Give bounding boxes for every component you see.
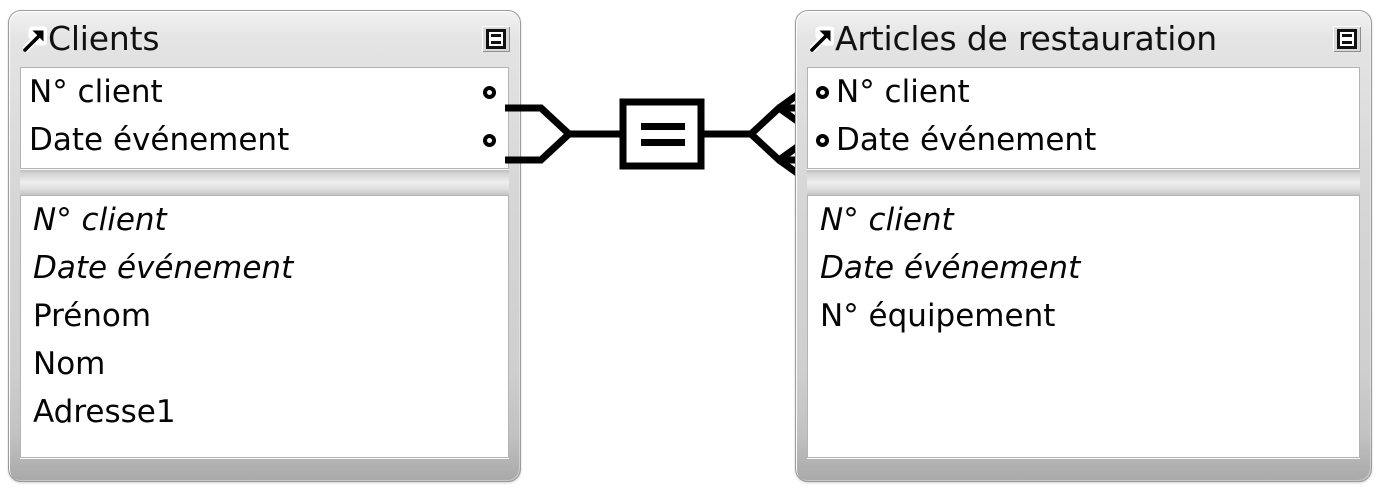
attribute-field-row[interactable]: Date événement [21, 244, 508, 292]
field-label: N° client [820, 202, 954, 238]
pane-separator [20, 169, 509, 195]
field-label: Adresse1 [33, 394, 176, 430]
attribute-field-row[interactable]: Adresse1 [21, 388, 508, 436]
list-menu-icon[interactable] [482, 26, 510, 52]
attribute-field-row[interactable]: N° client [21, 196, 508, 244]
entity-table-clients[interactable]: Clients N° client Date événement N° clie… [8, 10, 521, 482]
pane-separator [807, 169, 1360, 195]
key-field-row[interactable]: Date événement [21, 116, 508, 164]
left-branch-upper [505, 104, 572, 137]
key-fields-pane-clients[interactable]: N° client Date événement [20, 67, 509, 169]
attribute-field-row[interactable]: N° équipement [808, 292, 1359, 340]
key-dot-icon [816, 85, 829, 99]
field-label: Nom [33, 346, 106, 382]
key-field-row[interactable]: N° client [808, 68, 1359, 116]
key-dot-icon [483, 133, 496, 147]
field-label: N° client [29, 74, 163, 110]
entity-table-articles-de-restauration[interactable]: Articles de restauration N° client Date … [795, 10, 1372, 482]
attribute-fields-pane-clients[interactable]: N° client Date événement Prénom Nom Adre… [20, 195, 509, 458]
field-label: Prénom [33, 298, 152, 334]
field-label: N° équipement [820, 298, 1056, 334]
field-label: Date événement [820, 250, 1081, 286]
entity-title: Clients [48, 19, 160, 58]
entity-header-clients[interactable]: Clients [9, 11, 520, 67]
icon-glyph [486, 29, 506, 49]
open-arrow-icon[interactable] [808, 24, 834, 54]
attribute-fields-pane-articles[interactable]: N° client Date événement N° équipement [807, 195, 1360, 458]
equi-join-operator [619, 98, 705, 170]
key-dot-icon [483, 85, 496, 99]
relationship-connector[interactable] [505, 82, 821, 186]
list-menu-icon[interactable] [1333, 26, 1361, 52]
key-field-row[interactable]: Date événement [808, 116, 1359, 164]
field-label: Date événement [836, 122, 1097, 158]
attribute-field-row[interactable]: Prénom [21, 292, 508, 340]
entity-header-articles[interactable]: Articles de restauration [796, 11, 1371, 67]
field-label: Date événement [29, 122, 290, 158]
entity-title: Articles de restauration [835, 19, 1217, 58]
icon-glyph [1337, 29, 1357, 49]
key-dot-icon [816, 133, 829, 147]
left-branch-lower [505, 131, 572, 164]
attribute-field-row[interactable]: Nom [21, 340, 508, 388]
field-label: N° client [836, 74, 970, 110]
open-arrow-icon[interactable] [21, 24, 47, 54]
attribute-field-row[interactable]: N° client [808, 196, 1359, 244]
key-fields-pane-articles[interactable]: N° client Date événement [807, 67, 1360, 169]
attribute-field-row[interactable]: Date événement [808, 244, 1359, 292]
field-label: N° client [33, 202, 167, 238]
key-field-row[interactable]: N° client [21, 68, 508, 116]
field-label: Date événement [33, 250, 294, 286]
